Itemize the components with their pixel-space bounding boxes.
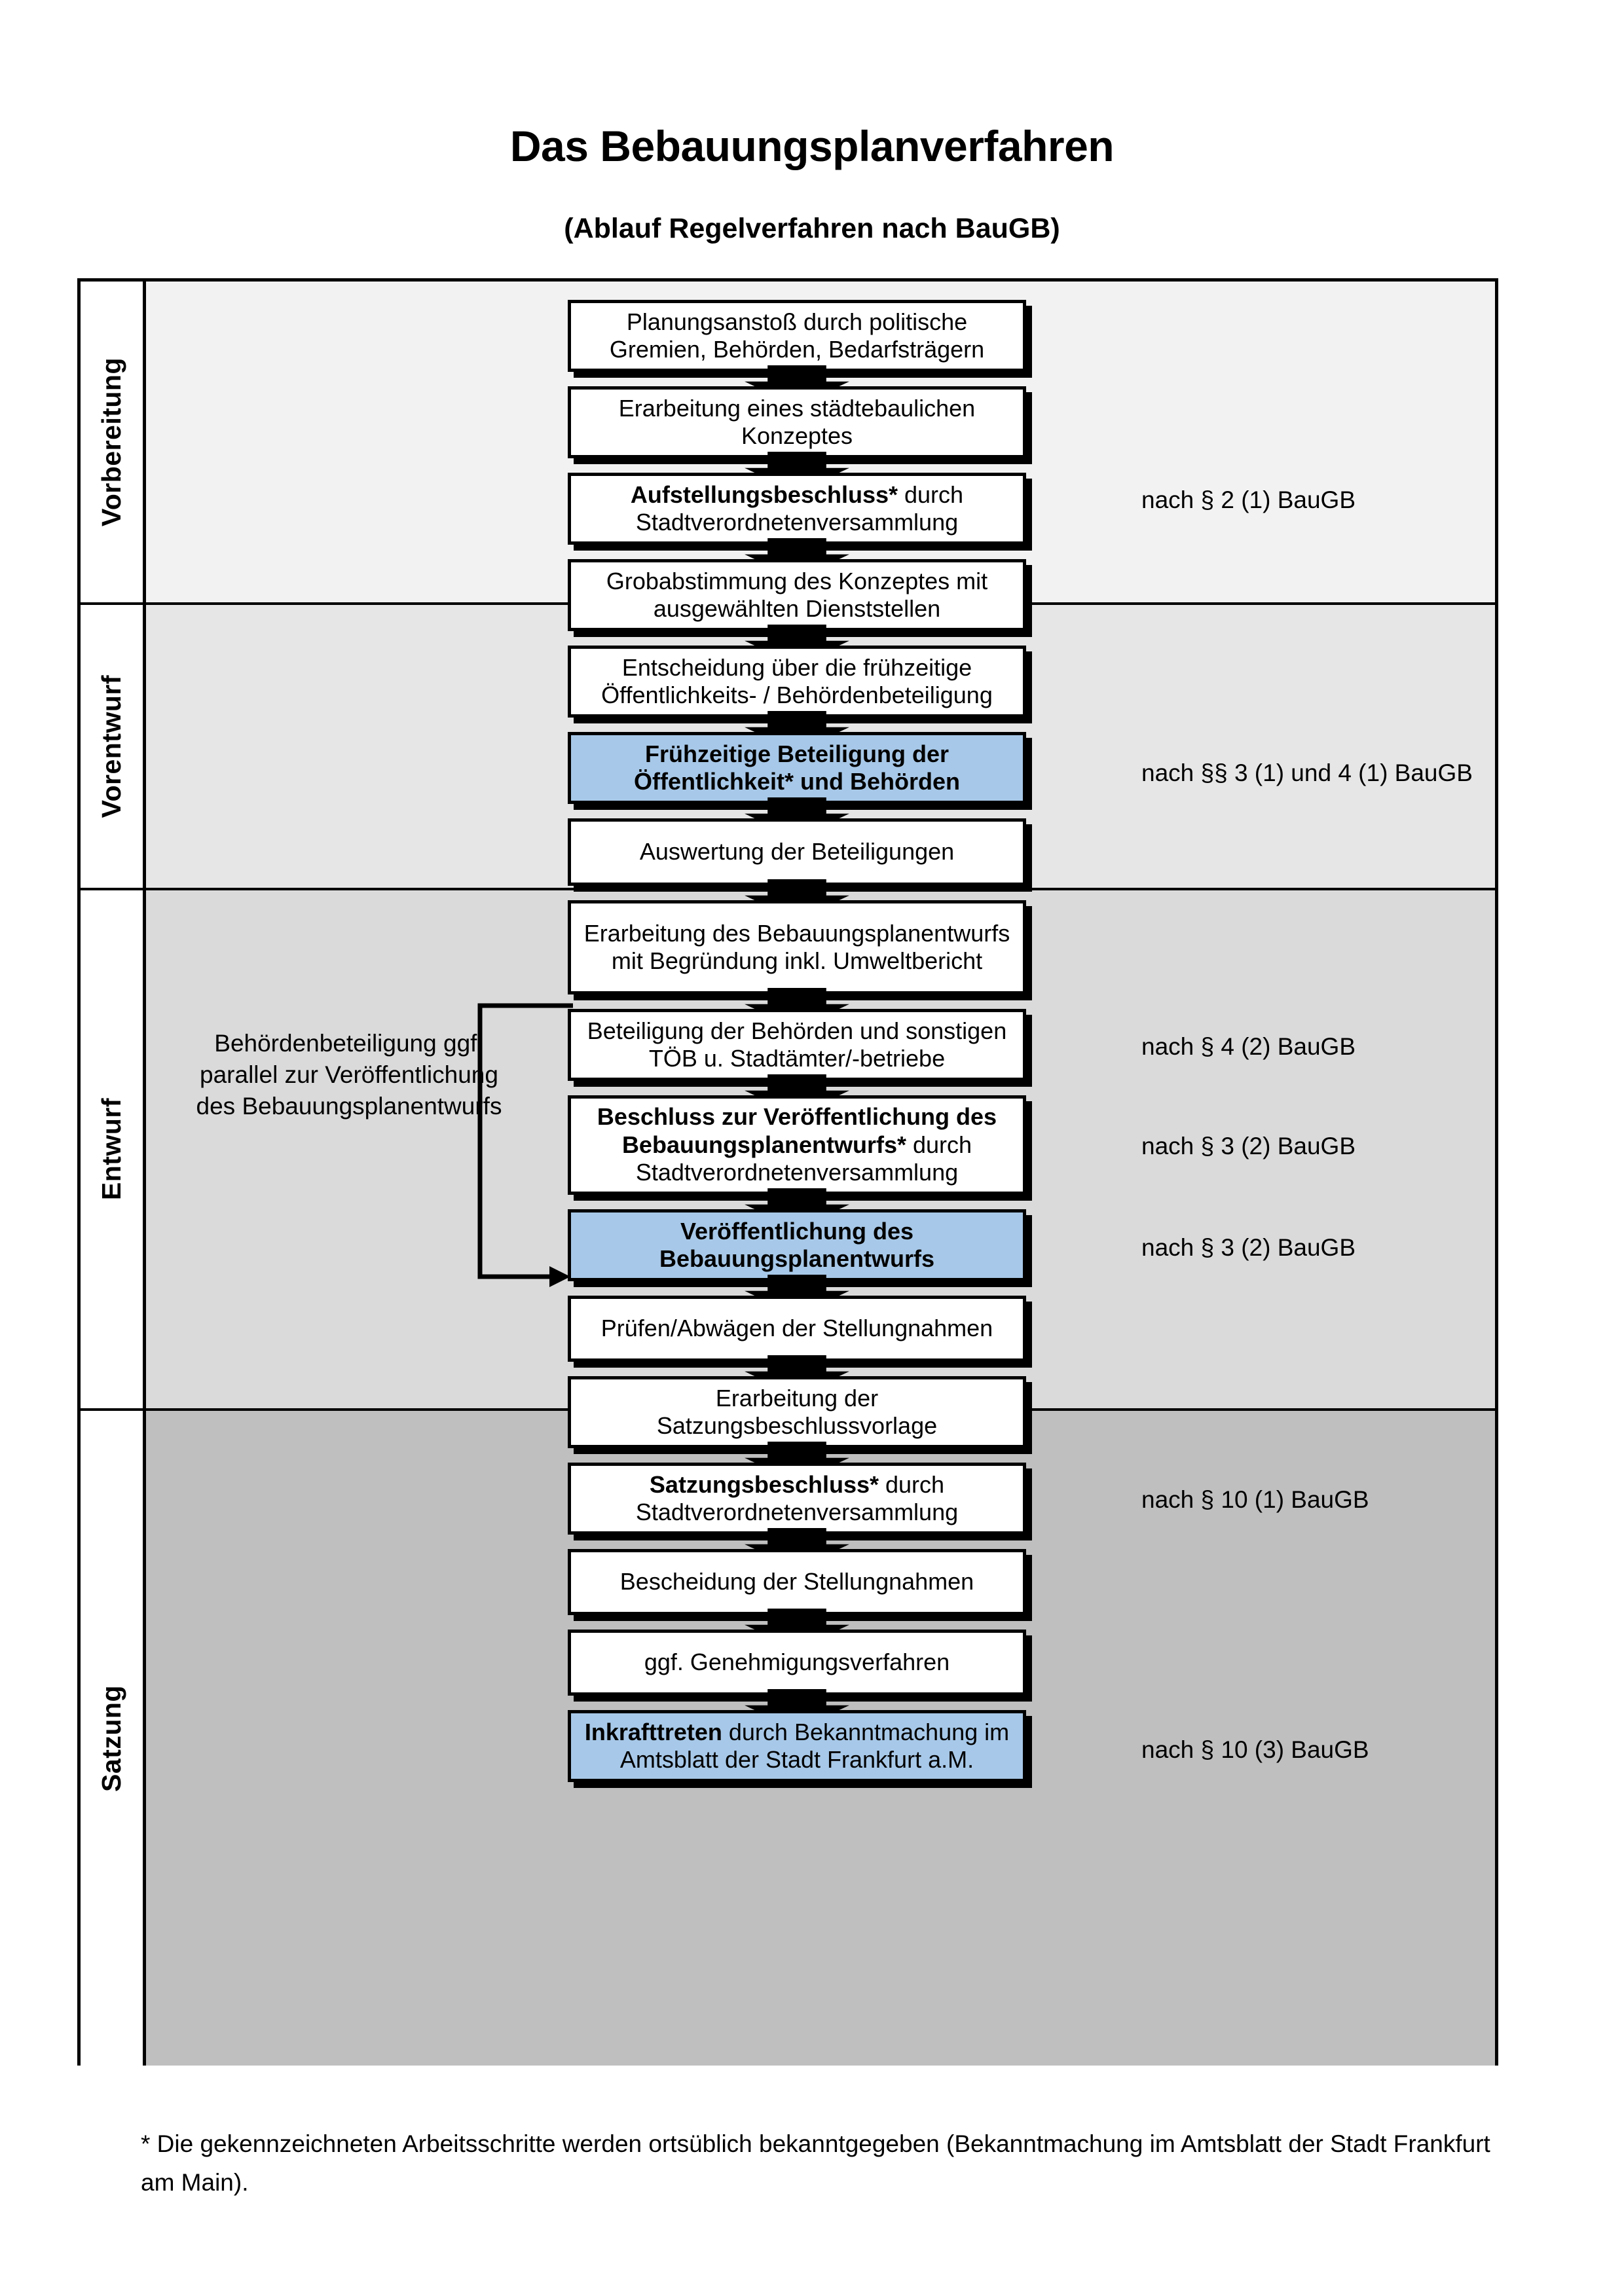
- legal-note-par2-1: nach § 2 (1) BauGB: [1141, 486, 1356, 513]
- step-label: Auswertung der Beteiligungen: [639, 838, 955, 866]
- phase-label-entwurf: Entwurf: [81, 890, 146, 1408]
- step-box-entscheidung-fruehzeitige-beteiligung[interactable]: Entscheidung über die frühzeitige Öffent…: [568, 646, 1026, 718]
- phase-label-vorentwurf: Vorentwurf: [81, 605, 146, 888]
- legal-note-par10-3: nach § 10 (3) BauGB: [1141, 1736, 1369, 1763]
- phase-label-satzung: Satzung: [81, 1411, 146, 2066]
- step-box-genehmigungsverfahren[interactable]: ggf. Genehmigungsverfahren: [568, 1630, 1026, 1696]
- step-label-bold: Inkrafttreten: [584, 1718, 722, 1745]
- legal-note-par3-2-b: nach § 3 (2) BauGB: [1141, 1234, 1356, 1261]
- step-box-auswertung-beteiligungen[interactable]: Auswertung der Beteiligungen: [568, 818, 1026, 886]
- step-box-erarbeitung-bebauungsplanentwurf[interactable]: Erarbeitung des Bebauungsplanentwurfs mi…: [568, 900, 1026, 994]
- phase-label-text: Vorbereitung: [96, 357, 126, 527]
- step-box-inkrafttreten[interactable]: Inkrafttreten durch Bekanntmachung im Am…: [568, 1710, 1026, 1782]
- phase-label-vorbereitung: Vorbereitung: [81, 282, 146, 602]
- step-label: Erarbeitung des Bebauungsplanentwurfs mi…: [583, 919, 1010, 974]
- step-label: Planungsanstoß durch politische Gremien,…: [609, 308, 985, 363]
- step-label-bold: Aufstellungsbeschluss*: [630, 481, 898, 508]
- step-label: Grobabstimmung des Konzeptes mit ausgewä…: [606, 567, 988, 622]
- phase-label-text: Satzung: [96, 1685, 126, 1792]
- step-label: Bescheidung der Stellungnahmen: [619, 1568, 974, 1595]
- page-subtitle: (Ablauf Regelverfahren nach BauGB): [564, 213, 1060, 244]
- step-box-beschluss-veroeffentlichung[interactable]: Beschluss zur Veröffentlichung des Bebau…: [568, 1095, 1026, 1195]
- parallel-process-connector-arrow: [473, 1002, 578, 1290]
- step-box-veroeffentlichung-entwurf[interactable]: Veröffentlichung des Bebauungsplanentwur…: [568, 1209, 1026, 1281]
- legal-note-par3-1-4-1: nach §§ 3 (1) und 4 (1) BauGB: [1141, 759, 1473, 786]
- step-label-bold: Satzungsbeschluss*: [649, 1470, 879, 1498]
- step-label: durch Stadtverordnetenversammlung: [635, 1131, 972, 1186]
- step-box-pruefen-abwaegen[interactable]: Prüfen/Abwägen der Stellungnahmen: [568, 1296, 1026, 1362]
- step-box-staedtebauliches-konzept[interactable]: Erarbeitung eines städtebaulichen Konzep…: [568, 386, 1026, 458]
- page-title: Das Bebauungsplanverfahren: [509, 122, 1115, 170]
- step-label: Entscheidung über die frühzeitige Öffent…: [601, 653, 993, 708]
- step-label-bold: Beschluss zur Veröffentlichung des Bebau…: [597, 1103, 997, 1158]
- flowchart-frame: Vorbereitung Vorentwurf Entwurf Satzung …: [77, 278, 1498, 2066]
- legal-note-par4-2: nach § 4 (2) BauGB: [1141, 1033, 1356, 1060]
- step-box-satzungsbeschluss[interactable]: Satzungsbeschluss* durch Stadtverordnete…: [568, 1463, 1026, 1535]
- step-label: durch Stadtverordnetenversammlung: [635, 481, 964, 536]
- step-box-fruehzeitige-beteiligung[interactable]: Frühzeitige Beteiligung der Öffentlichke…: [568, 732, 1026, 804]
- step-label: Prüfen/Abwägen der Stellungnahmen: [600, 1315, 993, 1342]
- step-box-erarbeitung-satzungsbeschlussvorlage[interactable]: Erarbeitung der Satzungsbeschlussvorlage: [568, 1376, 1026, 1448]
- side-note-behoerdenbeteiligung: Behördenbeteiligung ggf. parallel zur Ve…: [196, 1030, 502, 1120]
- step-box-beteiligung-behoerden-toeb[interactable]: Beteiligung der Behörden und sonstigen T…: [568, 1009, 1026, 1081]
- step-box-aufstellungsbeschluss[interactable]: Aufstellungsbeschluss* durch Stadtverord…: [568, 473, 1026, 545]
- step-label: Erarbeitung eines städtebaulichen Konzep…: [618, 394, 976, 449]
- step-label: ggf. Genehmigungsverfahren: [644, 1649, 950, 1676]
- step-label: durch Stadtverordnetenversammlung: [635, 1470, 959, 1525]
- phase-label-text: Entwurf: [96, 1098, 126, 1201]
- step-box-planungsanstoss[interactable]: Planungsanstoß durch politische Gremien,…: [568, 300, 1026, 372]
- step-label: durch Bekanntmachung im Amtsblatt der St…: [619, 1718, 1010, 1773]
- step-label: Erarbeitung der Satzungsbeschlussvorlage: [656, 1384, 938, 1439]
- step-box-bescheidung-stellungnahmen[interactable]: Bescheidung der Stellungnahmen: [568, 1549, 1026, 1615]
- footnote-text: * Die gekennzeichneten Arbeitsschritte w…: [141, 2130, 1490, 2196]
- legal-note-par3-2-a: nach § 3 (2) BauGB: [1141, 1133, 1356, 1159]
- step-box-grobabstimmung[interactable]: Grobabstimmung des Konzeptes mit ausgewä…: [568, 559, 1026, 631]
- legal-note-par10-1: nach § 10 (1) BauGB: [1141, 1486, 1369, 1513]
- phase-label-text: Vorentwurf: [96, 674, 126, 818]
- step-label-bold: Veröffentlichung des Bebauungsplanentwur…: [659, 1217, 935, 1272]
- step-label-bold: Frühzeitige Beteiligung der Öffentlichke…: [633, 740, 961, 795]
- step-label: Beteiligung der Behörden und sonstigen T…: [587, 1017, 1007, 1072]
